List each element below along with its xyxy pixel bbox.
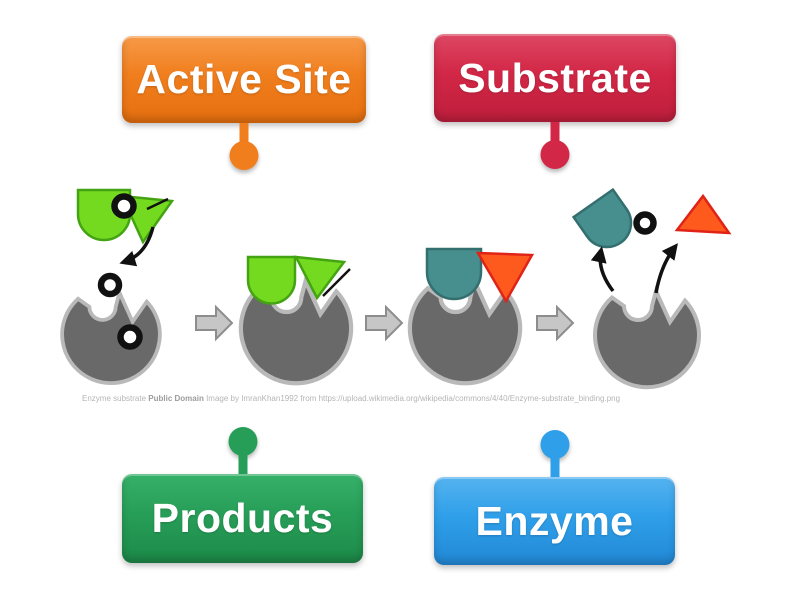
product-triangle-shape [674, 193, 732, 235]
product-round-shape [571, 187, 633, 249]
release-arrow-left-icon [590, 246, 615, 293]
pin-knob [229, 141, 259, 170]
label-substrate-text: Substrate [458, 54, 652, 101]
label-enzyme[interactable]: Enzyme [434, 430, 675, 565]
substrate-round-shape [246, 255, 297, 305]
answer-marker-substrate[interactable] [111, 193, 137, 219]
product-triangle-shape [475, 251, 535, 304]
substrate-triangle-shape [293, 255, 347, 301]
step-arrow-2-icon [365, 306, 403, 340]
label-products[interactable]: Products [122, 427, 363, 563]
pin-knob [540, 140, 570, 169]
step-arrow-3-icon [536, 306, 574, 340]
release-arrow-right-icon [654, 243, 678, 294]
label-active-site-text: Active Site [136, 56, 352, 102]
pin-stem [550, 456, 559, 477]
label-active-site[interactable]: Active Site [122, 36, 366, 170]
tick-mark [322, 268, 351, 297]
answer-marker-products[interactable] [633, 211, 657, 235]
enzyme-substrate-diagram [60, 187, 732, 390]
enzyme-body-stage4 [593, 289, 701, 390]
enzyme-body-stage1 [60, 290, 162, 386]
tick-mark [146, 197, 169, 211]
pin-stem [550, 122, 560, 143]
caption-prefix: Enzyme substrate [82, 394, 147, 403]
answer-marker-enzyme[interactable] [117, 324, 143, 350]
pin-stem [238, 453, 247, 474]
label-products-text: Products [151, 495, 334, 541]
pin-knob [228, 427, 257, 456]
answer-marker-active-site[interactable] [97, 272, 123, 298]
pin-stem [239, 123, 249, 144]
caption-license: Public Domain [148, 394, 204, 403]
released-products-group [571, 187, 732, 294]
product-round-shape [425, 247, 483, 301]
pin-active-site [229, 123, 259, 170]
pin-enzyme [540, 430, 569, 477]
pin-substrate [540, 122, 570, 169]
binding-arrow-icon [119, 226, 155, 267]
label-enzyme-text: Enzyme [475, 497, 634, 544]
converting-products-group [425, 247, 535, 304]
label-substrate[interactable]: Substrate [434, 34, 676, 169]
step-arrow-1-icon [195, 306, 233, 340]
pin-knob [540, 430, 569, 459]
pin-products [228, 427, 257, 474]
image-attribution: Enzyme substrate Public Domain Image by … [82, 394, 742, 403]
bound-substrate-group [246, 255, 351, 305]
caption-suffix: Image by ImranKhan1992 from https://uplo… [206, 394, 621, 403]
